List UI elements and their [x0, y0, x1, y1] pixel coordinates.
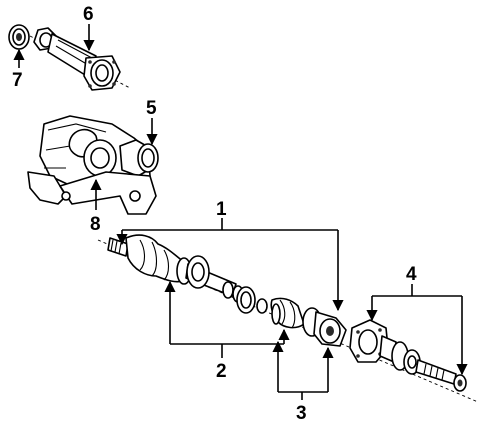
seal-ring-part-7: [8, 24, 30, 50]
leader-lines: [13, 24, 468, 400]
pinion-seal-part-5: [137, 143, 159, 173]
extension-tube-part-6: [29, 27, 131, 91]
callout-1: 1: [216, 199, 227, 220]
callout-8: 8: [90, 214, 101, 235]
half-shaft-part-1: [107, 234, 244, 303]
callout-6: 6: [83, 4, 94, 25]
outer-joint-part-3: [302, 307, 347, 347]
mount-bracket-part-8: [27, 171, 157, 215]
boot-kit-part-2: [236, 286, 305, 329]
callout-7: 7: [12, 70, 23, 91]
callout-4: 4: [406, 264, 417, 285]
callout-3: 3: [296, 403, 307, 424]
stub-axle-part-4: [349, 319, 467, 392]
callout-2: 2: [216, 361, 227, 382]
callout-5: 5: [146, 98, 157, 119]
